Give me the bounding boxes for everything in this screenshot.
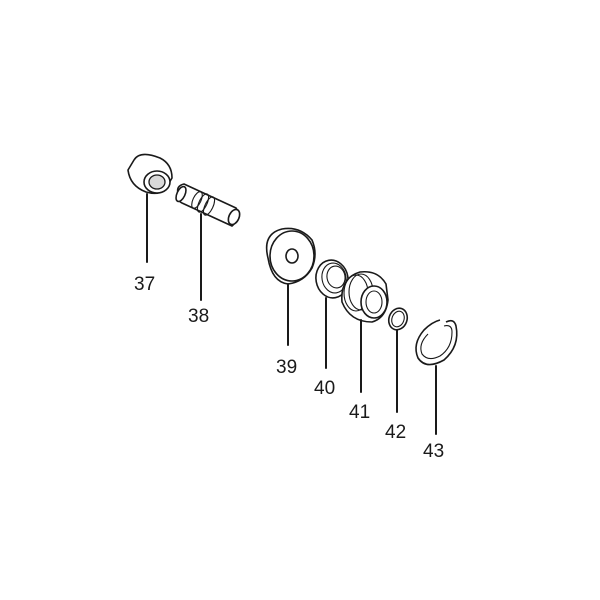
part-38-pin[interactable]	[174, 183, 242, 227]
part-39-washer[interactable]	[265, 227, 316, 285]
label-38: 38	[188, 306, 209, 327]
part-40-seal-ring[interactable]	[313, 258, 351, 301]
label-37: 37	[134, 274, 155, 295]
part-43-circlip[interactable]	[415, 319, 458, 366]
label-40: 40	[314, 378, 335, 399]
part-37-bushing[interactable]	[127, 153, 173, 195]
part-42-o-ring[interactable]	[386, 306, 410, 333]
label-43: 43	[423, 441, 444, 462]
label-41: 41	[349, 402, 370, 423]
part-41-bellows-seal[interactable]	[341, 270, 389, 323]
label-42: 42	[385, 422, 406, 443]
label-39: 39	[276, 357, 297, 378]
